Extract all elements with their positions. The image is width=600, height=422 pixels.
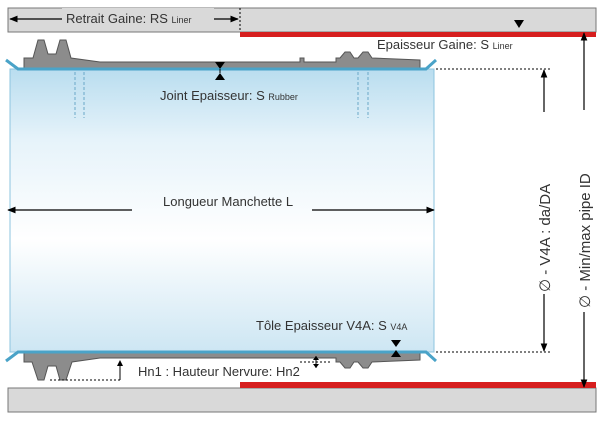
diameter-pipe-label: ∅ - Min/max pipe ID (577, 173, 594, 308)
tole-epaisseur-label: Tôle Epaisseur V4A: S V4A (256, 318, 407, 333)
longueur-manchette-label: Longueur Manchette L (163, 194, 293, 209)
tole-epaisseur-arrow-up (391, 350, 401, 357)
epaisseur-gaine-label: Epaisseur Gaine: S Liner (377, 37, 513, 52)
joint-epaisseur-arrow-down (215, 62, 225, 69)
tole-epaisseur-arrow-down (391, 340, 401, 347)
liner-bottom (240, 382, 596, 388)
steel-sheet-top (5, 58, 438, 71)
rubber-joint-bottom (23, 351, 421, 381)
pipe-wall-bottom (7, 387, 597, 413)
joint-epaisseur-label: Joint Epaisseur: S Rubber (160, 88, 298, 103)
retrait-gaine-label: Retrait Gaine: RS Liner (66, 11, 192, 26)
liner-top (240, 32, 596, 37)
epaisseur-gaine-arrow (514, 20, 524, 28)
steel-sheet-bottom (5, 350, 438, 363)
joint-epaisseur-arrow-up (215, 73, 225, 80)
diameter-v4a-label: ∅ - V4A : da/DA (537, 184, 554, 292)
hauteur-nervure-label: Hn1 : Hauteur Nervure: Hn2 (138, 364, 300, 379)
